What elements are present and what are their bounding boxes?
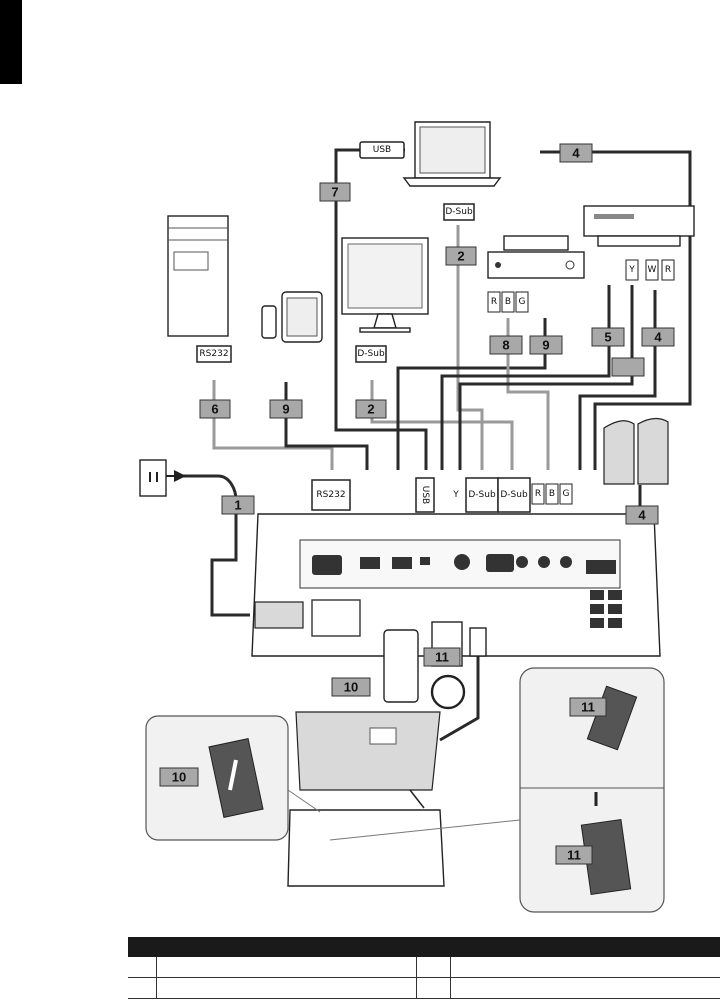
legend-cell <box>128 957 156 978</box>
dsub-label-laptop: D-Sub <box>445 207 473 217</box>
svg-text:9: 9 <box>282 402 289 417</box>
legend-table <box>128 937 720 999</box>
callout-8: 8 <box>490 336 522 354</box>
dvd-player-stack <box>488 236 584 278</box>
legend-cell <box>156 978 416 999</box>
legend-cell <box>156 957 416 978</box>
speakers <box>604 419 668 485</box>
g-label-projector: G <box>563 489 570 499</box>
svg-text:8: 8 <box>502 338 509 353</box>
rs232-label-pc: RS232 <box>199 349 228 359</box>
dsub-label-projector-1: D-Sub <box>468 490 496 500</box>
hdmi-dongle <box>384 630 418 702</box>
legend-header-desc-1 <box>156 937 416 957</box>
svg-text:4: 4 <box>654 330 662 345</box>
dsub-label-projector-2: D-Sub <box>500 490 528 500</box>
svg-text:2: 2 <box>457 249 464 264</box>
b-label-dvd: B <box>505 297 511 307</box>
desktop-pc <box>168 216 228 336</box>
g-label-dvd: G <box>519 297 526 307</box>
callout-1: 1 <box>222 496 254 514</box>
rs232-label-projector: RS232 <box>316 490 345 500</box>
y-label-dvd: Y <box>628 265 635 275</box>
svg-text:6: 6 <box>211 402 218 417</box>
legend-cell <box>450 978 720 999</box>
dsub-label-monitor: D-Sub <box>357 349 385 359</box>
callout-empty <box>612 358 644 376</box>
callout-11-right-bottom: 11 <box>556 846 592 864</box>
callout-10-main: 10 <box>332 678 370 696</box>
svg-text:11: 11 <box>567 848 581 863</box>
callout-4-rca: 4 <box>642 328 674 346</box>
b-label-projector: B <box>549 489 555 499</box>
legend-cell <box>128 978 156 999</box>
svg-text:11: 11 <box>435 650 449 665</box>
legend-cell <box>416 978 450 999</box>
svg-text:1: 1 <box>234 498 241 513</box>
legend-header-no-2 <box>416 937 450 957</box>
mobile-devices <box>262 292 322 342</box>
table-row <box>128 957 720 978</box>
svg-text:4: 4 <box>572 146 580 161</box>
w-label-dvd: W <box>648 265 657 275</box>
svg-text:11: 11 <box>581 700 595 715</box>
table-row <box>128 978 720 999</box>
usb-label-projector: USB <box>420 486 430 504</box>
callout-4-speaker: 4 <box>626 506 658 524</box>
callout-11-right-top: 11 <box>570 698 606 716</box>
svg-text:4: 4 <box>638 508 646 523</box>
svideo-cable <box>442 285 609 470</box>
mhl-cable <box>286 382 367 470</box>
legend-cell <box>416 957 450 978</box>
r-label-projector: R <box>535 489 541 499</box>
y-label-projector: Y <box>452 490 459 500</box>
svg-text:7: 7 <box>331 185 338 200</box>
callout-9-dvd: 9 <box>530 336 562 354</box>
svg-text:9: 9 <box>542 338 549 353</box>
hdmi-cable-dvd <box>398 318 545 470</box>
legend-header-no-1 <box>128 937 156 957</box>
r-label-audio: R <box>665 265 671 275</box>
callout-2-monitor: 2 <box>356 400 386 418</box>
usb-label-top: USB <box>373 145 391 155</box>
svg-text:10: 10 <box>344 680 358 695</box>
legend-header-desc-2 <box>450 937 720 957</box>
callout-4-top: 4 <box>560 144 592 162</box>
callout-6: 6 <box>200 400 230 418</box>
callout-2-laptop: 2 <box>446 247 476 265</box>
monitor <box>342 238 428 332</box>
callout-5: 5 <box>592 328 624 346</box>
laptop <box>404 122 500 186</box>
projector-bottom-view <box>288 712 444 886</box>
svg-text:2: 2 <box>367 402 374 417</box>
callout-10-detail: 10 <box>160 768 198 786</box>
svg-text:10: 10 <box>172 770 186 785</box>
wall-outlet <box>140 460 180 496</box>
svg-text:5: 5 <box>604 330 611 345</box>
callout-9-mobile: 9 <box>270 400 302 418</box>
vcr <box>584 206 694 246</box>
legend-cell <box>450 957 720 978</box>
legend-header-row <box>128 937 720 957</box>
callout-7: 7 <box>320 183 350 201</box>
r-label-dvd: R <box>491 297 497 307</box>
callout-11-main: 11 <box>424 648 460 666</box>
rs232-cable <box>214 380 332 470</box>
